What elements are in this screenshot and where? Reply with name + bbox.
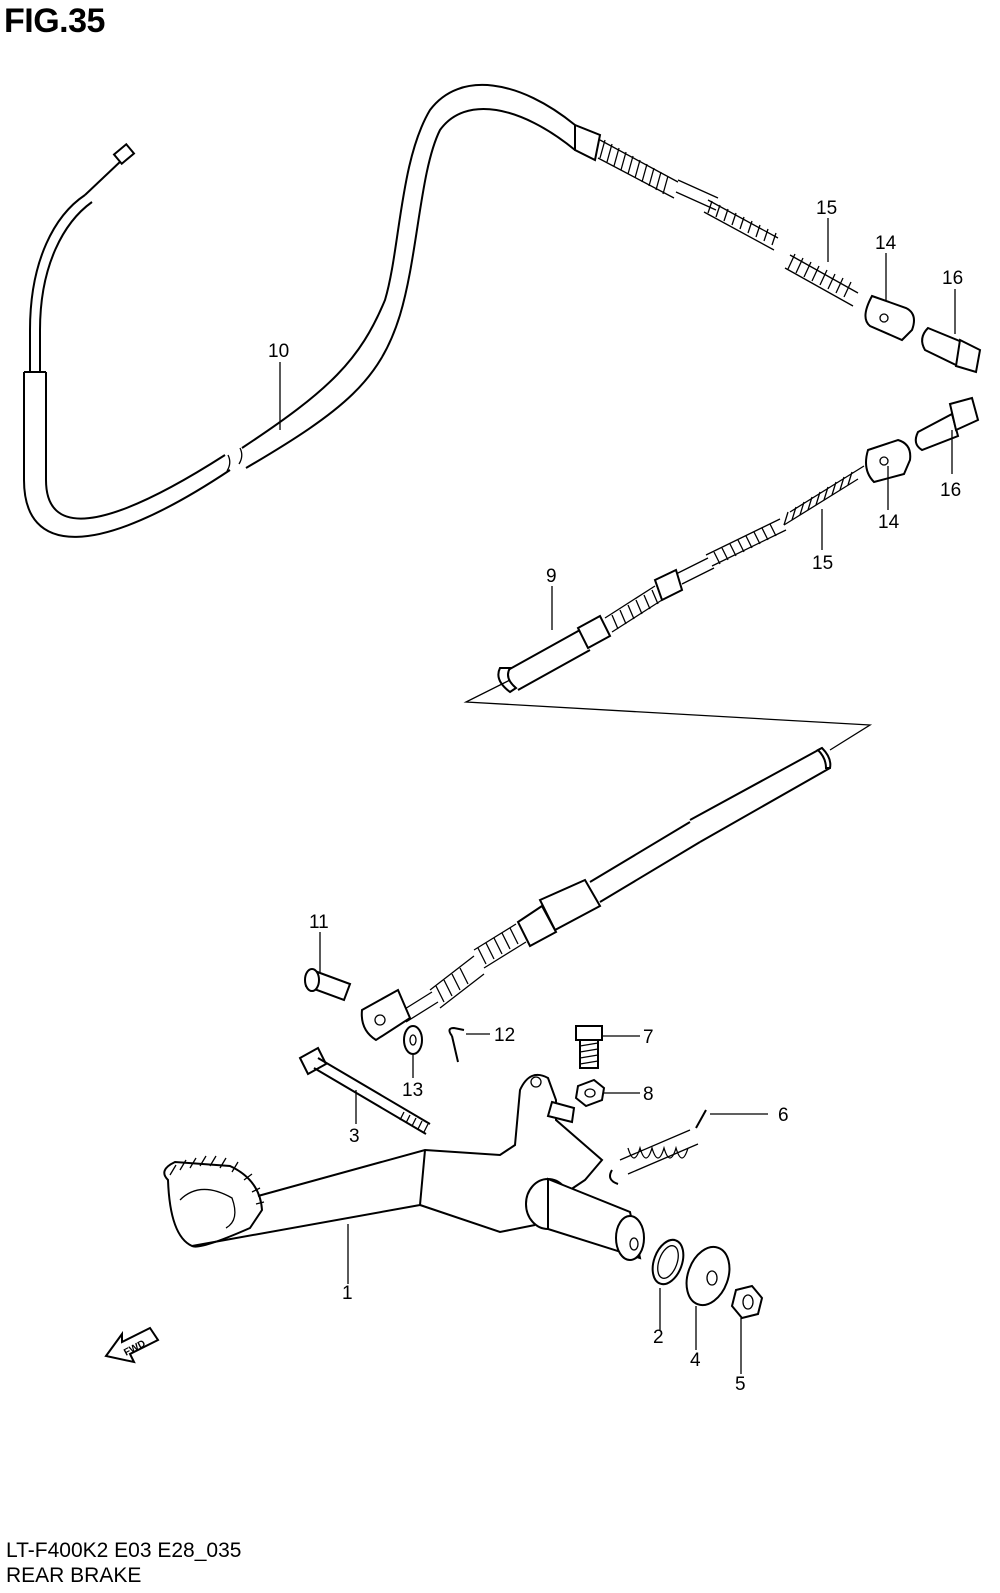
callout-15-upper: 15 (816, 198, 837, 219)
spring-part-15-lower (783, 465, 865, 526)
bolt-part-7 (575, 1025, 603, 1069)
bolt-part-3 (298, 1046, 431, 1135)
fwd-arrow-icon: FWD (104, 1326, 160, 1364)
spring-part-15-upper (784, 253, 859, 307)
callout-4: 4 (690, 1350, 701, 1371)
callout-12: 12 (494, 1025, 515, 1046)
callout-9: 9 (546, 566, 557, 587)
cable-part-9 (360, 518, 873, 1042)
callout-14-lower: 14 (878, 512, 900, 533)
callout-13: 13 (402, 1080, 423, 1101)
cable-part-10 (23, 83, 779, 538)
callout-6: 6 (778, 1105, 789, 1126)
cotter-pin-part-12 (448, 1026, 465, 1063)
pin-part-11 (304, 968, 352, 1002)
figure-footer: LT-F400K2 E03 E28_035 REAR BRAKE (6, 1538, 241, 1588)
callout-16-lower: 16 (940, 480, 961, 501)
callout-labels: 10 15 14 16 16 14 15 9 11 12 13 3 7 8 6 … (268, 198, 963, 1395)
pin-part-16-lower (914, 396, 980, 452)
callout-8: 8 (643, 1084, 654, 1105)
circlip-part-2 (651, 1238, 685, 1286)
callout-3: 3 (349, 1126, 360, 1147)
callout-15-lower: 15 (812, 553, 833, 574)
nut-part-8 (574, 1078, 606, 1108)
figure-title: FIG.35 (4, 2, 105, 40)
leader-lines (279, 218, 956, 1374)
callout-11: 11 (309, 912, 329, 933)
joint-part-14-lower (865, 438, 912, 484)
washer-part-13 (403, 1025, 423, 1055)
callout-1: 1 (342, 1283, 353, 1304)
callout-14-upper: 14 (875, 233, 897, 254)
callout-7: 7 (643, 1027, 654, 1048)
callout-10: 10 (268, 341, 289, 362)
model-code: LT-F400K2 E03 E28_035 (6, 1539, 242, 1562)
washer-part-4 (685, 1245, 731, 1307)
cable-thread-upper (703, 199, 779, 251)
brake-pedal-part-1 (163, 1074, 645, 1261)
joint-part-14-upper (864, 294, 915, 342)
cable-coil-upper (597, 139, 679, 199)
section-name: REAR BRAKE (6, 1564, 142, 1587)
pin-part-16-upper (921, 326, 982, 374)
callout-2: 2 (653, 1327, 664, 1348)
nut-part-5 (730, 1284, 764, 1320)
callout-16-upper: 16 (942, 268, 963, 289)
callout-5: 5 (735, 1374, 746, 1395)
spring-part-6 (609, 1109, 707, 1185)
